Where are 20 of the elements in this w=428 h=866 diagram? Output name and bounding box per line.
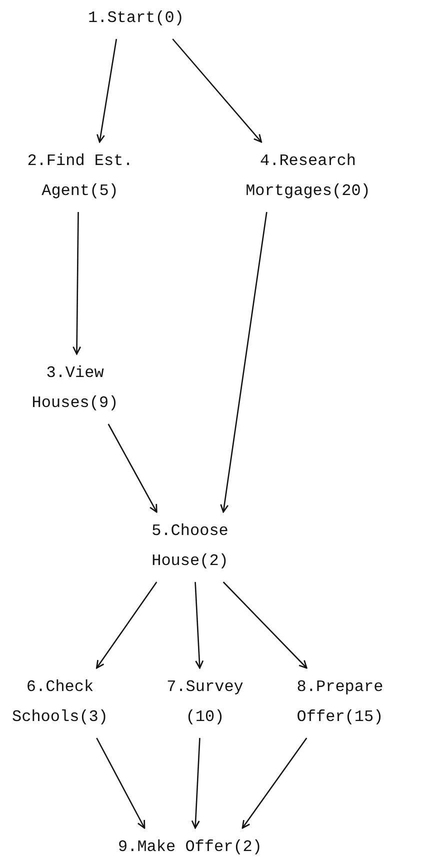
arrow (96, 38, 118, 143)
step-label: 6.Check Schools(3) (5, 672, 115, 732)
step-label: 2.Find Est. Agent(5) (25, 146, 135, 206)
arrow (72, 212, 82, 355)
arrow (96, 582, 158, 669)
arrow (108, 424, 158, 513)
step-label: 4.Research Mortgages(20) (238, 146, 378, 206)
arrow (222, 582, 308, 669)
arrow (191, 738, 200, 829)
arrow (242, 738, 308, 829)
step-label: 3.View Houses(9) (25, 358, 125, 418)
arrow (172, 38, 262, 143)
step-label: 1.Start(0) (81, 3, 191, 33)
step-label: 5.Choose House(2) (140, 516, 240, 576)
step-label: 9.Make Offer(2) (100, 832, 280, 862)
arrow (220, 212, 268, 513)
arrow (96, 738, 146, 829)
step-label: 8.Prepare Offer(15) (290, 672, 390, 732)
arrow (194, 582, 204, 669)
step-label: 7.Survey (10) (160, 672, 250, 732)
